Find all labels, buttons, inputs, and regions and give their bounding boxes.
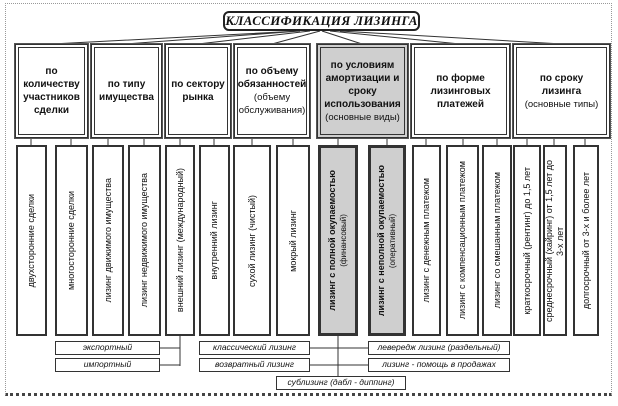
box-classic-leasing: классический лизинг (199, 341, 310, 355)
leaf-label: внешний лизинг (международный) (174, 168, 185, 313)
category-payment-form: по форме лизинговых платежей (410, 43, 511, 139)
leaf-mixed-payment: лизинг со смешанным платежом (482, 145, 512, 336)
category-amortization: по условиям амортизации и сроку использо… (316, 43, 409, 139)
category-label: по количеству участников сделки (23, 66, 80, 116)
leaf-compensation-payment: лизинг с компенсационным платежом (446, 145, 479, 336)
leaf-external: внешний лизинг (международный) (165, 145, 195, 336)
leaf-full-payout: лизинг с полной окупаемостью(финансовый) (318, 145, 358, 336)
category-market-sector: по сектору рынка (164, 43, 232, 139)
category-label: по сектору рынка (171, 79, 225, 103)
category-label: по сроку лизинга (539, 72, 584, 97)
leaf-bilateral: двухсторонние сделки (16, 145, 47, 336)
box-leveraged-leasing: левередж лизинг (раздельный) (368, 341, 510, 355)
leaf-label: лизинг с неполной окупаемостью(оперативн… (375, 164, 397, 317)
leaf-label: лизинг со смешанным платежом (491, 172, 502, 309)
category-participants: по количеству участников сделки (14, 43, 89, 139)
box-import: импортный (55, 358, 160, 372)
leaf-label: внутренний лизинг (209, 201, 219, 280)
leaf-cash-payment: лизинг с денежным платежом (412, 145, 441, 336)
category-obligations: по объему обязанностей(объему обслуживан… (233, 43, 311, 139)
leaf-long-term: долгосрочный от 3-х и более лет (573, 145, 599, 336)
category-sublabel: (основные типы) (524, 98, 599, 110)
category-sublabel: (основные виды) (325, 111, 400, 123)
leaf-multilateral: многосторонние сделки (55, 145, 88, 336)
leaf-label: лизинг с денежным платежом (421, 178, 431, 303)
leaf-label: лизинг с полной окупаемостью(финансовый) (326, 170, 348, 311)
category-label: по типу имущества (99, 79, 154, 103)
leaf-dry: сухой лизинг (чистый) (233, 145, 271, 336)
leaf-internal: внутренний лизинг (199, 145, 230, 336)
box-sublease: сублизинг (дабл - диппинг) (276, 376, 406, 390)
category-label: по условиям амортизации и сроку использо… (324, 59, 401, 110)
category-property-type: по типу имущества (90, 43, 163, 139)
leaf-label: лизинг недвижимого имущества (139, 173, 149, 308)
box-sales-aid-leasing: лизинг - помощь в продажах (368, 358, 510, 372)
category-sublabel: (объему обслуживания) (238, 92, 306, 116)
leaf-movable: лизинг движимого имущества (92, 145, 124, 336)
leaf-label: лизинг с компенсационным платежом (457, 161, 467, 320)
leaf-immovable: лизинг недвижимого имущества (128, 145, 161, 336)
category-label: по объему обязанностей (237, 66, 307, 90)
leaf-label: краткосрочный (рентинг) до 1,5 лет (521, 166, 532, 315)
leaf-label: долгосрочный от 3-х и более лет (580, 171, 591, 310)
leaf-wet: мокрый лизинг (276, 145, 310, 336)
diagram-frame (5, 3, 612, 396)
leaf-label: сухой лизинг (чистый) (246, 194, 257, 287)
diagram-title: КЛАССИФИКАЦИЯ ЛИЗИНГА (223, 11, 420, 31)
leaf-label: многосторонние сделки (66, 191, 76, 290)
box-export: экспортный (55, 341, 160, 355)
category-term: по сроку лизинга(основные типы) (512, 43, 611, 139)
leaf-partial-payout: лизинг с неполной окупаемостью(оперативн… (368, 145, 406, 336)
category-label: по форме лизинговых платежей (430, 72, 491, 110)
leaf-label: лизинг движимого имущества (102, 178, 113, 303)
leaf-label: мокрый лизинг (287, 209, 298, 272)
leaf-short-term: краткосрочный (рентинг) до 1,5 лет (513, 145, 541, 336)
box-return-leasing: возвратный лизинг (199, 358, 310, 372)
leaf-label: двухсторонние сделки (26, 193, 36, 288)
